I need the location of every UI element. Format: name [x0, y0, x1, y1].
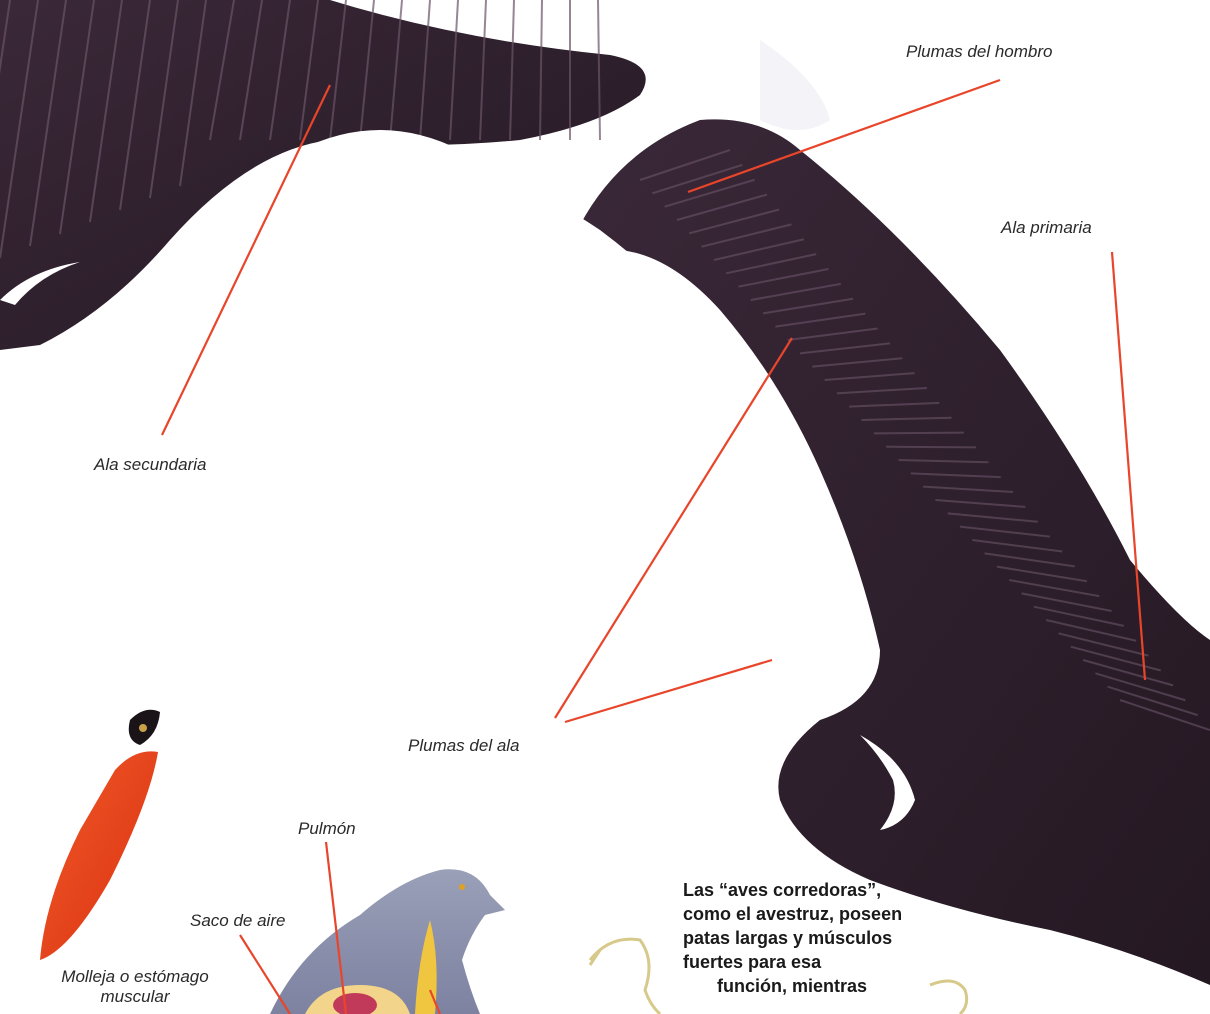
note-line-5: función, mientras	[683, 974, 902, 998]
note-line-4: fuertes para esa	[683, 950, 902, 974]
feather-line	[874, 433, 964, 434]
beak	[40, 751, 158, 960]
label-pulmon: Pulmón	[298, 819, 356, 839]
label-ala-primaria: Ala primaria	[1001, 218, 1092, 238]
feather-line	[598, 0, 600, 140]
note-line-2: como el avestruz, poseen	[683, 902, 902, 926]
eye-icon	[139, 724, 147, 732]
label-plumas-ala: Plumas del ala	[408, 736, 520, 756]
label-saco-aire: Saco de aire	[190, 911, 285, 931]
label-molleja-line2: muscular	[101, 987, 170, 1006]
label-plumas-hombro: Plumas del hombro	[906, 42, 1052, 62]
note-line-3: patas largas y músculos	[683, 926, 902, 950]
ostrich-note: Las “aves corredoras”, como el avestruz,…	[683, 878, 902, 998]
note-line-1: Las “aves corredoras”,	[683, 878, 902, 902]
label-ala-secundaria: Ala secundaria	[94, 455, 206, 475]
leader-saco-aire	[240, 935, 290, 1014]
label-molleja: Molleja o estómago muscular	[45, 967, 225, 1007]
pigeon-anatomy	[270, 869, 505, 1014]
label-molleja-line1: Molleja o estómago	[61, 967, 208, 986]
feather-line	[886, 447, 976, 448]
